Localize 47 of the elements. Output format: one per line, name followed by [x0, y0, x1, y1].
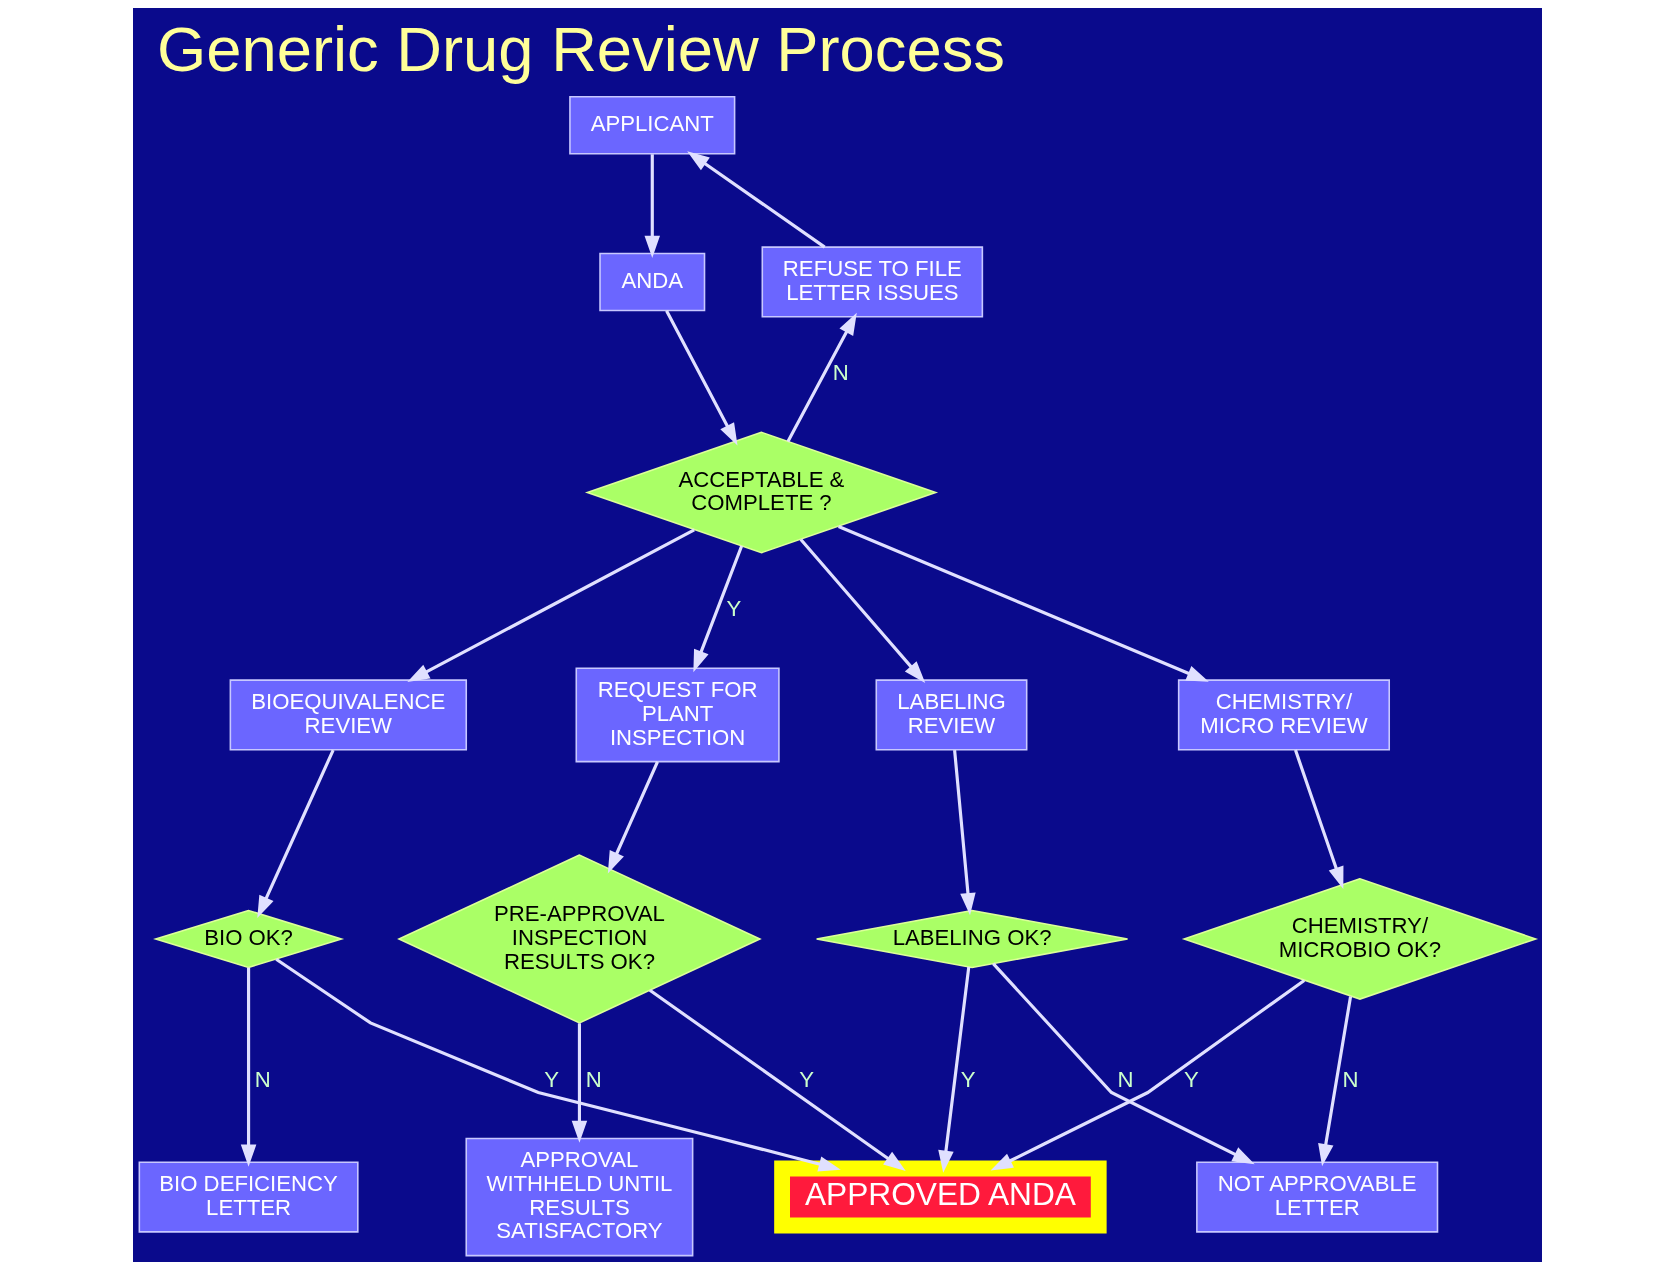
arrow — [648, 989, 906, 1171]
node-box: CHEMISTRY/ MICRO REVIEW — [1177, 679, 1390, 751]
edge-label: N — [832, 360, 849, 386]
node-box: APPROVED ANDA — [773, 1160, 1107, 1234]
arrow — [644, 154, 660, 258]
arrow — [406, 528, 695, 683]
edge-label: Y — [1183, 1066, 1199, 1092]
arrow — [1317, 996, 1352, 1167]
arrow — [692, 545, 743, 673]
arrow — [952, 749, 976, 916]
arrow — [607, 761, 659, 874]
arrow — [837, 525, 1209, 682]
edge-label: N — [1117, 1066, 1134, 1092]
arrow — [686, 151, 826, 249]
arrow — [786, 312, 857, 443]
diagram-title: Generic Drug Review Process — [156, 14, 1005, 85]
arrow — [799, 538, 925, 684]
edge-label: N — [585, 1066, 602, 1092]
node-diamond: BIO OK? — [152, 909, 344, 969]
arrow — [571, 1023, 587, 1143]
edge-label: Y — [798, 1066, 814, 1092]
node-box: ANDA — [598, 252, 705, 312]
node-diamond: LABELING OK? — [815, 909, 1128, 969]
node-box: APPLICANT — [568, 95, 735, 155]
node-box: NOT APPROVABLE LETTER — [1195, 1161, 1438, 1233]
arrow — [664, 309, 738, 446]
arrow — [991, 962, 1255, 1165]
edge-label: N — [254, 1066, 271, 1092]
node-box: LABELING REVIEW — [875, 679, 1027, 751]
edge-label: Y — [960, 1066, 975, 1092]
arrow — [990, 979, 1305, 1171]
node-diamond: ACCEPTABLE & COMPLETE ? — [584, 431, 938, 554]
edge-label: N — [1341, 1066, 1358, 1092]
node-box: BIO DEFICIENCY LETTER — [138, 1161, 359, 1233]
node-box: REQUEST FOR PLANT INSPECTION — [575, 667, 780, 763]
node-box: REFUSE TO FILE LETTER ISSUES — [761, 246, 983, 318]
node-box: BIOEQUIVALENCE REVIEW — [229, 679, 467, 751]
arrow — [256, 749, 335, 919]
node-box: APPROVAL WITHHELD UNTIL RESULTS SATISFACTORY — [464, 1137, 693, 1257]
node-diamond: CHEMISTRY/ MICROBIO OK? — [1181, 877, 1538, 1000]
arrow — [1293, 749, 1343, 890]
arrow — [240, 967, 256, 1167]
edge-label: Y — [725, 596, 741, 622]
edge-label: Y — [543, 1066, 559, 1092]
arrow — [937, 966, 970, 1173]
node-diamond: PRE-APPROVAL INSPECTION RESULTS OK? — [396, 854, 762, 1024]
arrow — [274, 957, 841, 1172]
